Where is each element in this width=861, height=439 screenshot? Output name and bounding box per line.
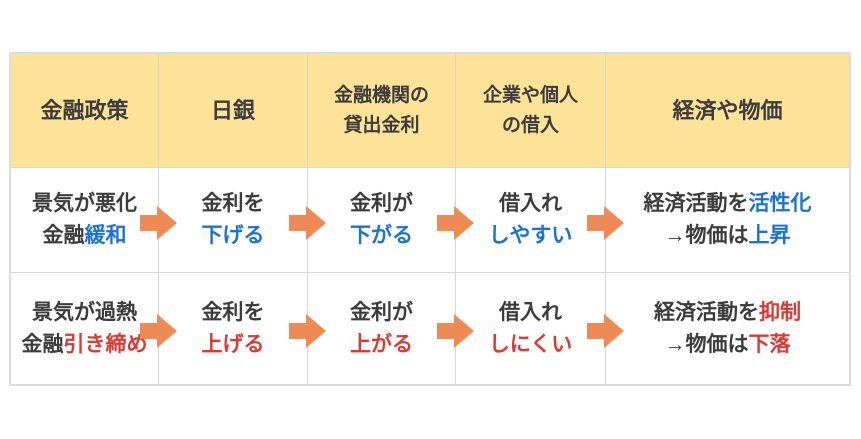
cell-tightening-lending-rate: 金利が 上がる bbox=[308, 273, 456, 384]
cell-text-segment: 下落 bbox=[748, 332, 791, 356]
cell-easing-lending-rate: 金利が 下がる bbox=[308, 168, 456, 273]
cell-text-segment: 上昇 bbox=[748, 224, 791, 247]
cell-line: しにくい bbox=[489, 329, 573, 361]
header-monetary-policy: 金融政策 bbox=[11, 54, 159, 168]
cell-text-segment: 上がる bbox=[350, 332, 413, 356]
cell-line: 上がる bbox=[350, 329, 413, 361]
cell-text-segment: しにくい bbox=[488, 332, 573, 356]
cell-text-segment: しやすい bbox=[488, 224, 573, 247]
cell-text-segment: 景気が悪化 bbox=[32, 192, 137, 215]
cell-tightening-borrowing: 借入れ しにくい bbox=[456, 273, 606, 384]
cell-line: しやすい bbox=[489, 220, 573, 252]
cell-text-segment: →物価は bbox=[664, 224, 749, 247]
cell-text-segment: 下がる bbox=[350, 224, 413, 247]
header-lending-rate: 金融機関の 貸出金利 bbox=[308, 54, 456, 168]
cell-text-segment: 金利を bbox=[201, 192, 265, 215]
cell-line: →物価は上昇 bbox=[665, 220, 791, 252]
cell-easing-borrowing: 借入れ しやすい bbox=[456, 168, 606, 273]
cell-text-segment: 経済活動を bbox=[643, 192, 749, 215]
cell-line: 金利が bbox=[350, 297, 413, 329]
cell-line: 金融引き締め bbox=[22, 329, 148, 361]
policy-flow-table: 金融政策 日銀 金融機関の 貸出金利 企業や個人 の借入 経済や物価 景気が悪化… bbox=[9, 52, 851, 386]
cell-text-segment: 上げる bbox=[201, 332, 265, 356]
cell-text-segment: 緩和 bbox=[84, 224, 127, 247]
cell-text-segment: 借入れ bbox=[499, 192, 562, 215]
cell-text-segment: →物価は bbox=[664, 332, 749, 356]
cell-easing-policy: 景気が悪化 金融緩和 bbox=[11, 168, 159, 273]
cell-line: 下げる bbox=[202, 220, 265, 252]
cell-text-segment: 金融 bbox=[21, 332, 64, 356]
cell-text-segment: 下げる bbox=[201, 224, 265, 247]
cell-line: 景気が悪化 bbox=[32, 188, 137, 220]
cell-text-segment: 借入れ bbox=[499, 300, 562, 324]
cell-easing-boj-action: 金利を 下げる bbox=[159, 168, 308, 273]
cell-text-segment: 活性化 bbox=[748, 192, 812, 215]
cell-easing-economy: 経済活動を活性化 →物価は上昇 bbox=[606, 168, 849, 273]
cell-tightening-boj-action: 金利を 上げる bbox=[159, 273, 308, 384]
cell-line: 借入れ bbox=[499, 188, 562, 220]
cell-line: 上げる bbox=[202, 329, 265, 361]
cell-line: 下がる bbox=[350, 220, 413, 252]
cell-tightening-policy: 景気が過熱 金融引き締め bbox=[11, 273, 159, 384]
header-borrowing: 企業や個人 の借入 bbox=[456, 54, 606, 168]
header-economy-prices: 経済や物価 bbox=[606, 54, 849, 168]
cell-tightening-economy: 経済活動を抑制 →物価は下落 bbox=[606, 273, 849, 384]
cell-text-segment: 金融 bbox=[42, 224, 85, 247]
cell-text-segment: 景気が過熱 bbox=[32, 300, 137, 324]
cell-line: 金利が bbox=[350, 188, 413, 220]
cell-line: 金利を bbox=[202, 297, 265, 329]
cell-text-segment: 経済活動を bbox=[654, 300, 759, 324]
cell-text-segment: 金利を bbox=[201, 300, 265, 324]
cell-text-segment: 抑制 bbox=[759, 300, 801, 324]
cell-text-segment: 金利が bbox=[350, 192, 413, 215]
cell-line: 景気が過熱 bbox=[32, 297, 137, 329]
cell-line: 経済活動を活性化 bbox=[644, 188, 812, 220]
header-bank-of-japan: 日銀 bbox=[159, 54, 308, 168]
cell-line: 借入れ bbox=[499, 297, 562, 329]
cell-text-segment: 引き締め bbox=[63, 332, 148, 356]
cell-line: 金融緩和 bbox=[43, 220, 127, 252]
cell-line: 経済活動を抑制 bbox=[654, 297, 801, 329]
cell-line: 金利を bbox=[202, 188, 265, 220]
cell-text-segment: 金利が bbox=[350, 300, 413, 324]
cell-line: →物価は下落 bbox=[665, 329, 791, 361]
